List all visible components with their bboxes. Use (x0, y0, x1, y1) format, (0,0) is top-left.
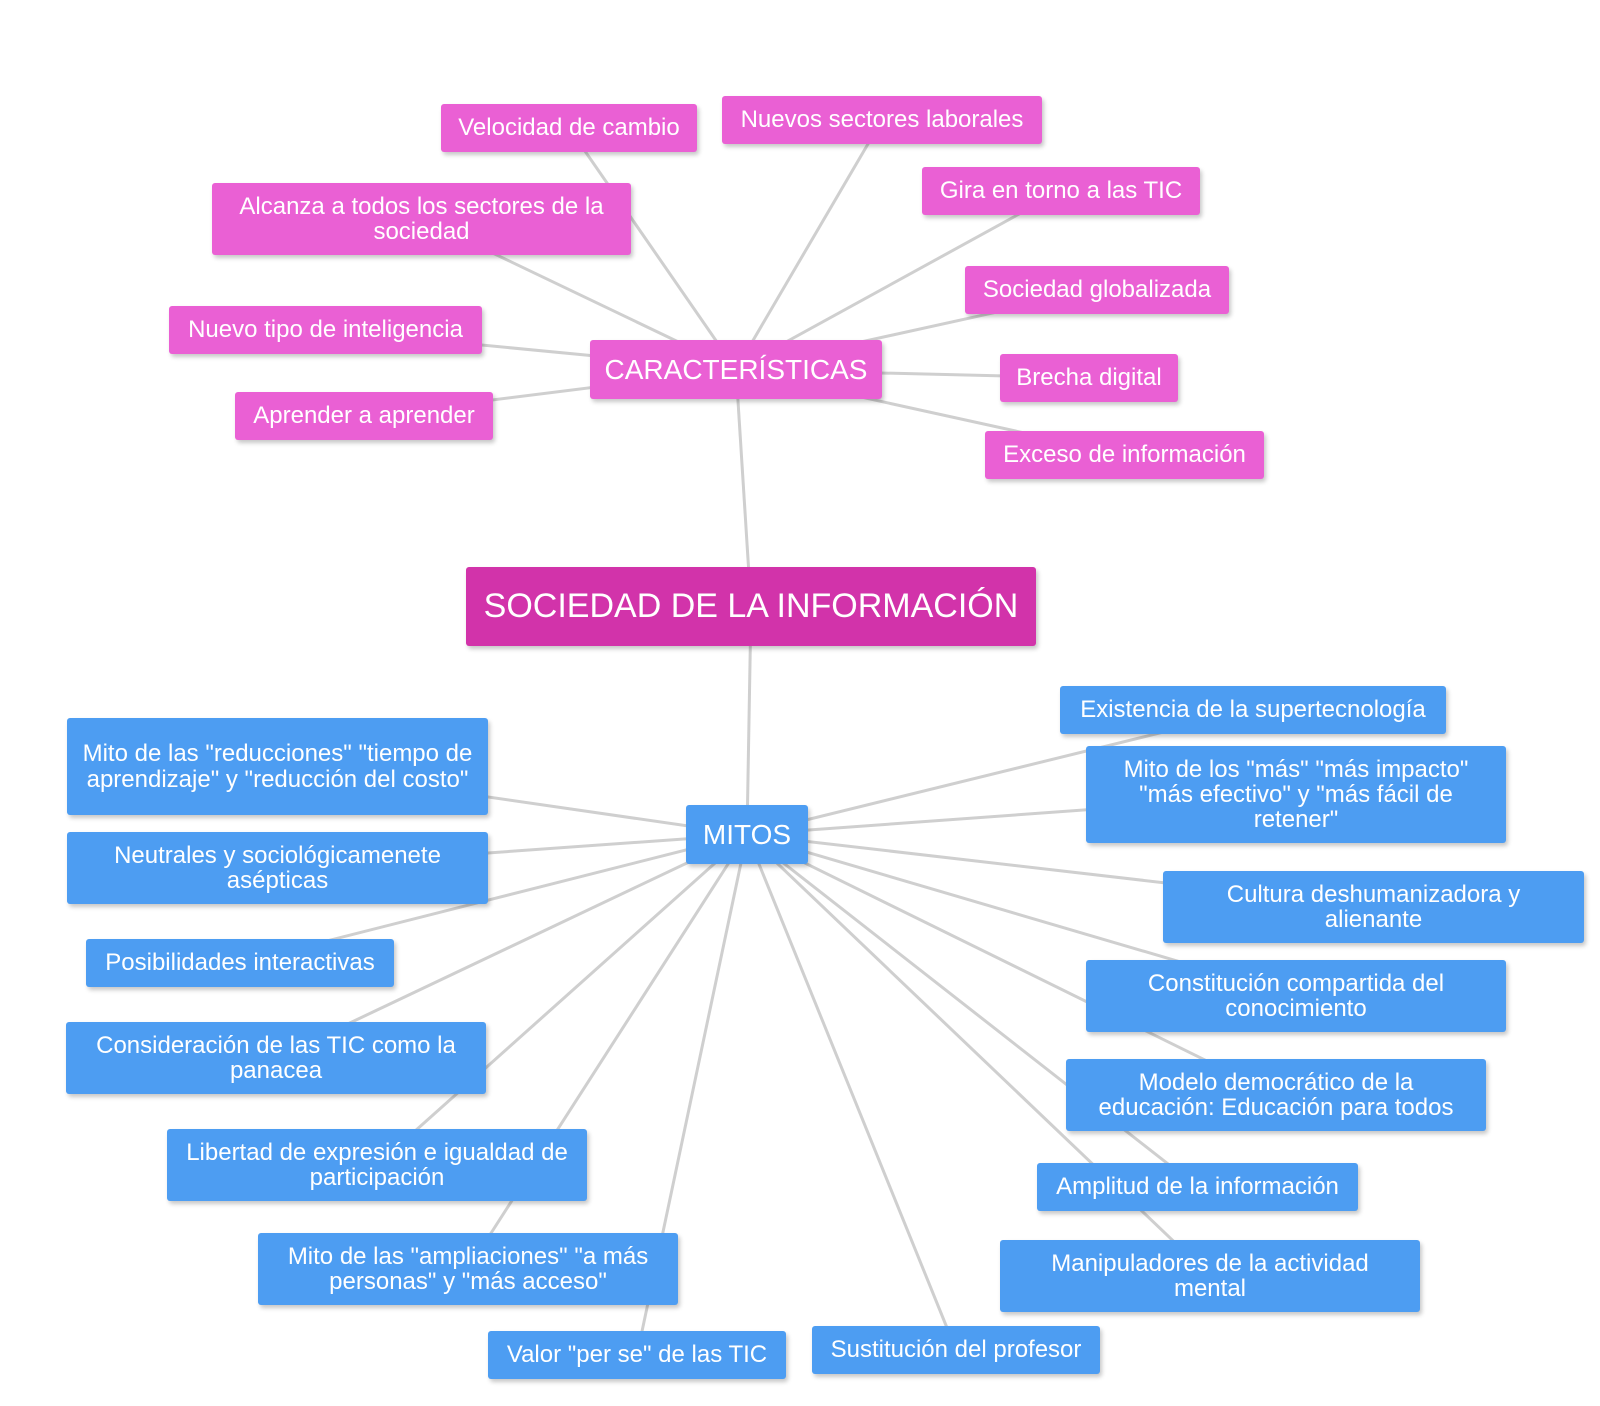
caracteristica-item[interactable]: Alcanza a todos los sectores de la socie… (212, 183, 631, 255)
root-node[interactable]: SOCIEDAD DE LA INFORMACIÓN (466, 567, 1036, 646)
mito-item[interactable]: Amplitud de la información (1037, 1163, 1358, 1211)
connector-line (275, 833, 748, 1060)
caracteristica-item[interactable]: Gira en torno a las TIC (922, 167, 1200, 215)
mito-item[interactable]: Valor "per se" de las TIC (488, 1331, 786, 1379)
mito-item[interactable]: Sustitución del profesor (812, 1326, 1100, 1374)
mitos-node[interactable]: MITOS (686, 805, 808, 864)
connector-line (735, 189, 1062, 371)
mito-item[interactable]: Manipuladores de la actividad mental (1000, 1240, 1420, 1312)
caracteristica-item[interactable]: Velocidad de cambio (441, 104, 697, 152)
mito-item[interactable]: Posibilidades interactivas (86, 939, 394, 987)
caracteristica-item[interactable]: Nuevo tipo de inteligencia (169, 306, 482, 354)
connector-line (734, 119, 884, 371)
mito-item[interactable]: Mito de las "ampliaciones" "a más person… (258, 1233, 678, 1305)
mito-item[interactable]: Neutrales y sociológicamenete asépticas (67, 832, 488, 904)
connector-line (746, 833, 1277, 1097)
caracteristicas-node[interactable]: CARACTERÍSTICAS (590, 340, 882, 399)
connector-line (567, 127, 738, 371)
connector-line (376, 833, 748, 1167)
mito-item[interactable]: Existencia de la supertecnología (1060, 686, 1446, 734)
caracteristica-item[interactable]: Aprender a aprender (235, 392, 493, 440)
mito-item[interactable]: Constitución compartida del conocimiento (1086, 960, 1506, 1032)
caracteristica-item[interactable]: Exceso de información (985, 431, 1264, 479)
mito-item[interactable]: Mito de los "más" "más impacto" "más efe… (1086, 746, 1506, 843)
mito-item[interactable]: Modelo democrático de la educación: Educ… (1066, 1059, 1486, 1131)
mito-item[interactable]: Libertad de expresión e igualdad de part… (167, 1129, 587, 1201)
mito-item[interactable]: Consideración de las TIC como la panacea (66, 1022, 486, 1094)
mito-item[interactable]: Cultura deshumanizadora y alienante (1163, 871, 1584, 943)
caracteristica-item[interactable]: Sociedad globalizada (965, 266, 1229, 314)
connector-line (745, 833, 958, 1351)
caracteristica-item[interactable]: Brecha digital (1000, 354, 1178, 402)
caracteristica-item[interactable]: Nuevos sectores laborales (722, 96, 1042, 144)
mito-item[interactable]: Mito de las "reducciones" "tiempo de apr… (67, 718, 488, 815)
